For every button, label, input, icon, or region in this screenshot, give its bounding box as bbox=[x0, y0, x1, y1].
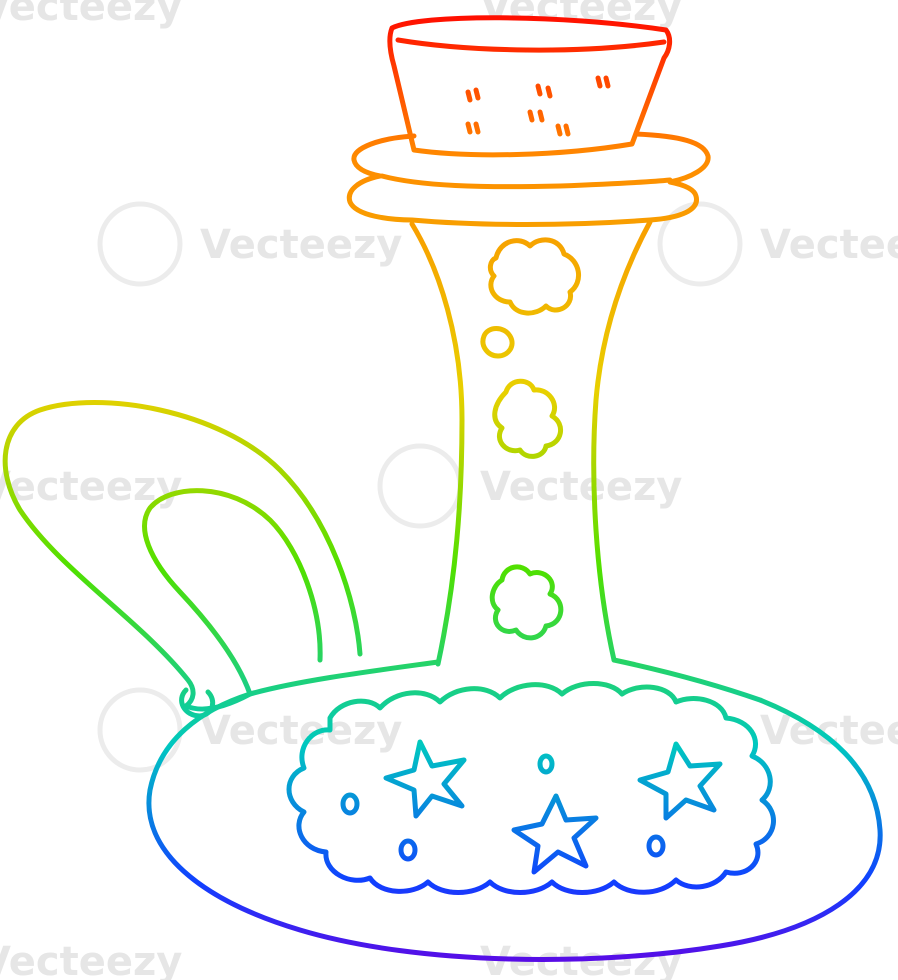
bubble-medium bbox=[492, 378, 563, 459]
watermark-text: Vecteezy bbox=[760, 222, 898, 268]
bottle-lip bbox=[346, 131, 711, 227]
watermark-logo-icon bbox=[377, 443, 463, 529]
bottle-neck-left bbox=[409, 221, 465, 667]
watermark-logo-icon bbox=[657, 201, 743, 287]
bottle-neck-right bbox=[591, 219, 653, 663]
cork bbox=[387, 15, 673, 158]
watermark-text: Vecteezy bbox=[480, 464, 682, 510]
dot bbox=[537, 753, 555, 775]
handle-inner bbox=[142, 488, 323, 697]
watermark-logo-icon bbox=[97, 201, 183, 287]
watermark-text: Vecteezy bbox=[200, 222, 402, 268]
star bbox=[383, 739, 467, 819]
bubble-lower bbox=[489, 564, 564, 641]
watermark-text: Vecteezy bbox=[0, 0, 182, 30]
bottle-lip-fold bbox=[379, 173, 673, 190]
watermark-text: Vecteezy bbox=[480, 0, 682, 30]
cork-top-rim bbox=[395, 37, 667, 53]
star bbox=[511, 793, 599, 875]
dot bbox=[646, 834, 666, 858]
watermark-text: Vecteezy bbox=[760, 708, 898, 754]
star bbox=[637, 741, 723, 821]
bubble-large bbox=[487, 237, 581, 316]
dot bbox=[398, 838, 418, 862]
magic-cloud bbox=[286, 681, 776, 895]
watermark-logo-icon bbox=[97, 687, 183, 773]
watermark-text: Vecteezy bbox=[200, 708, 402, 754]
bubble-small bbox=[480, 326, 515, 359]
handle-outer bbox=[2, 400, 363, 709]
watermark-text: Vecteezy bbox=[0, 939, 182, 980]
cork-speckles bbox=[465, 75, 611, 137]
base-dish-handle-join bbox=[183, 691, 253, 712]
watermark-text: Vecteezy bbox=[0, 464, 182, 510]
dot bbox=[340, 792, 360, 816]
